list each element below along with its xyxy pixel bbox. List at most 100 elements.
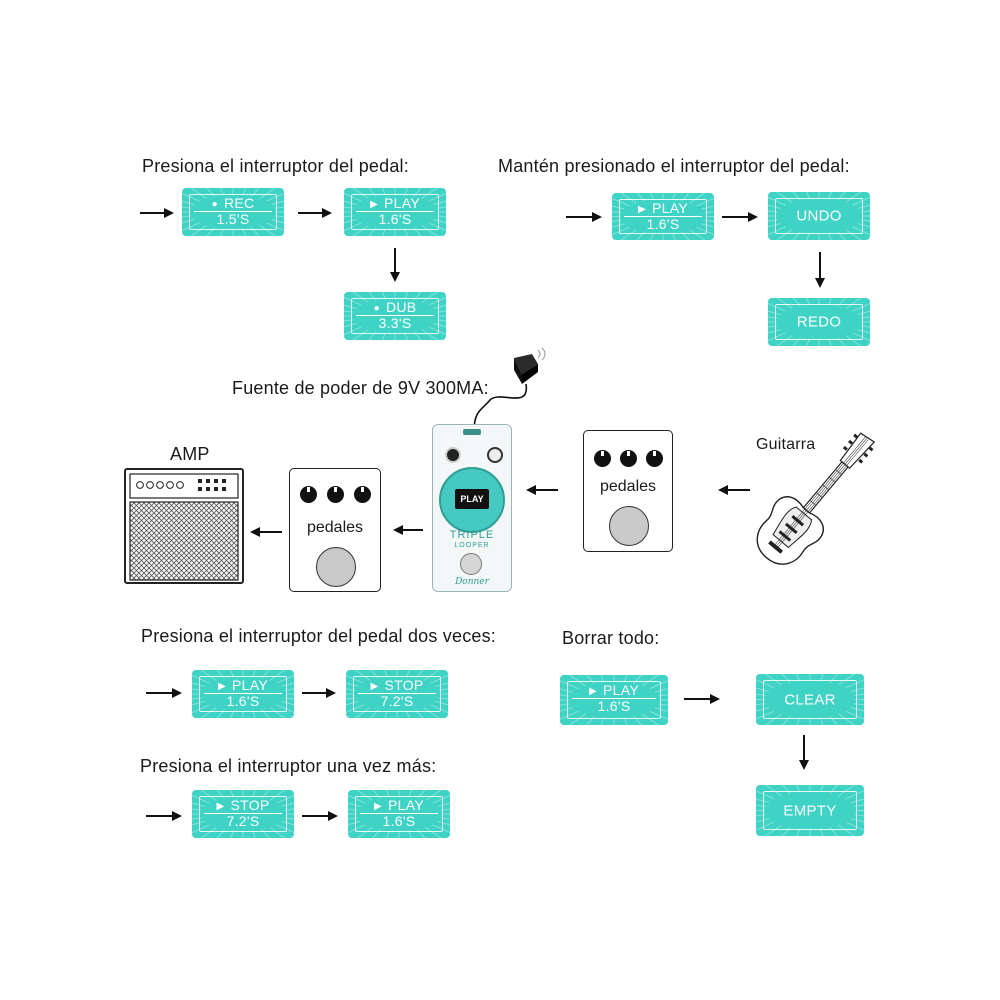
display-ray — [423, 670, 440, 681]
display-ray — [229, 790, 234, 798]
display-ray — [200, 790, 217, 801]
display-stop-twice: ▶STOP 7.2'S — [346, 670, 448, 718]
display-ray — [829, 785, 839, 795]
display-ray — [768, 302, 786, 312]
display-ray — [845, 335, 862, 346]
display-ray — [274, 206, 284, 209]
display-ray — [768, 316, 778, 319]
display-ray — [354, 707, 371, 718]
display-ray — [438, 688, 448, 691]
caption-hold-switch: Mantén presionado el interruptor del ped… — [498, 156, 850, 176]
display-ray — [352, 329, 369, 340]
display-ray — [681, 193, 690, 202]
display-ray — [229, 670, 234, 678]
display-ray — [425, 790, 442, 801]
display-ray — [219, 188, 224, 196]
display-ray — [381, 228, 386, 236]
display-ray — [430, 674, 448, 684]
display-ray — [423, 707, 440, 718]
display-ray — [346, 688, 356, 691]
display-ray — [436, 310, 446, 313]
display-ray — [704, 211, 714, 214]
display-ray — [242, 188, 247, 196]
display-ray — [346, 674, 364, 684]
display-ray — [436, 206, 446, 209]
looper-brand: Donner — [455, 577, 489, 587]
caption-press-again: Presiona el interruptor una vez más: — [140, 756, 437, 776]
display-ray — [425, 827, 442, 838]
display-ray — [756, 814, 766, 817]
display-ray — [432, 824, 450, 834]
display-ray — [649, 193, 654, 201]
display-ray — [776, 229, 793, 240]
display-ray — [413, 227, 422, 236]
display-ray — [560, 694, 570, 697]
display-ray — [681, 231, 690, 240]
display-play-hold: ▶PLAY 1.6'S — [612, 193, 714, 240]
display-ray — [385, 790, 390, 798]
display-ray — [381, 292, 386, 300]
display-ray — [756, 710, 775, 720]
display-ray — [383, 670, 388, 678]
display-ray — [756, 703, 766, 706]
caption-power-supply: Fuente de poder de 9V 300MA: — [232, 378, 489, 398]
display-ray — [368, 292, 377, 301]
footswitch-icon — [609, 506, 649, 546]
display-ray — [252, 710, 257, 718]
display-play-twice: ▶PLAY 1.6'S — [192, 670, 294, 718]
display-ray — [852, 302, 870, 312]
display-ray — [356, 827, 373, 838]
display-ray — [560, 680, 579, 690]
display-ray — [852, 226, 870, 236]
display-ray — [776, 192, 793, 203]
display-ray — [348, 824, 366, 834]
display-ray — [200, 707, 217, 718]
display-ray — [805, 232, 810, 240]
display-ray — [344, 326, 362, 336]
display-ray — [854, 693, 864, 696]
footswitch-icon — [316, 547, 356, 587]
display-ray — [756, 790, 775, 800]
display-ray — [344, 319, 354, 322]
display-ray — [190, 225, 207, 236]
display-ray — [860, 219, 870, 222]
display-ray — [421, 292, 438, 303]
display-ray — [428, 192, 446, 202]
display-ray — [372, 790, 381, 799]
display-ray — [346, 697, 356, 700]
display-ray — [229, 830, 234, 838]
looper-screen-text: PLAY — [460, 494, 484, 504]
display-ray — [200, 670, 217, 681]
display-ray — [417, 829, 426, 838]
looper-name-line1: TRIPLE — [449, 529, 495, 541]
display-ray — [612, 197, 630, 207]
display-ray — [796, 785, 801, 793]
display-ray — [408, 830, 413, 838]
footswitch-icon — [460, 553, 482, 575]
display-ray — [623, 717, 628, 725]
display-ray — [192, 704, 210, 714]
display-ray — [406, 670, 411, 678]
knob-icon — [300, 486, 317, 503]
display-ray — [428, 222, 446, 232]
display-ray — [352, 188, 369, 199]
display-ray — [284, 697, 294, 700]
display-ray — [440, 808, 450, 811]
display-ray — [269, 707, 286, 718]
display-ray — [852, 196, 870, 206]
display-ray — [633, 715, 643, 725]
display-ray — [828, 192, 833, 200]
display-ray — [837, 785, 856, 797]
display-ray — [261, 709, 270, 718]
display-ray — [829, 715, 839, 725]
display-ray — [696, 226, 714, 236]
display-ray — [216, 829, 225, 838]
display-ray — [251, 227, 260, 236]
display-ray — [845, 790, 864, 800]
display-ray — [756, 693, 766, 696]
knob-icon — [327, 486, 344, 503]
display-ray — [421, 329, 438, 340]
display-ray — [764, 824, 783, 836]
display-ray — [792, 231, 801, 240]
display-ray — [413, 292, 422, 301]
